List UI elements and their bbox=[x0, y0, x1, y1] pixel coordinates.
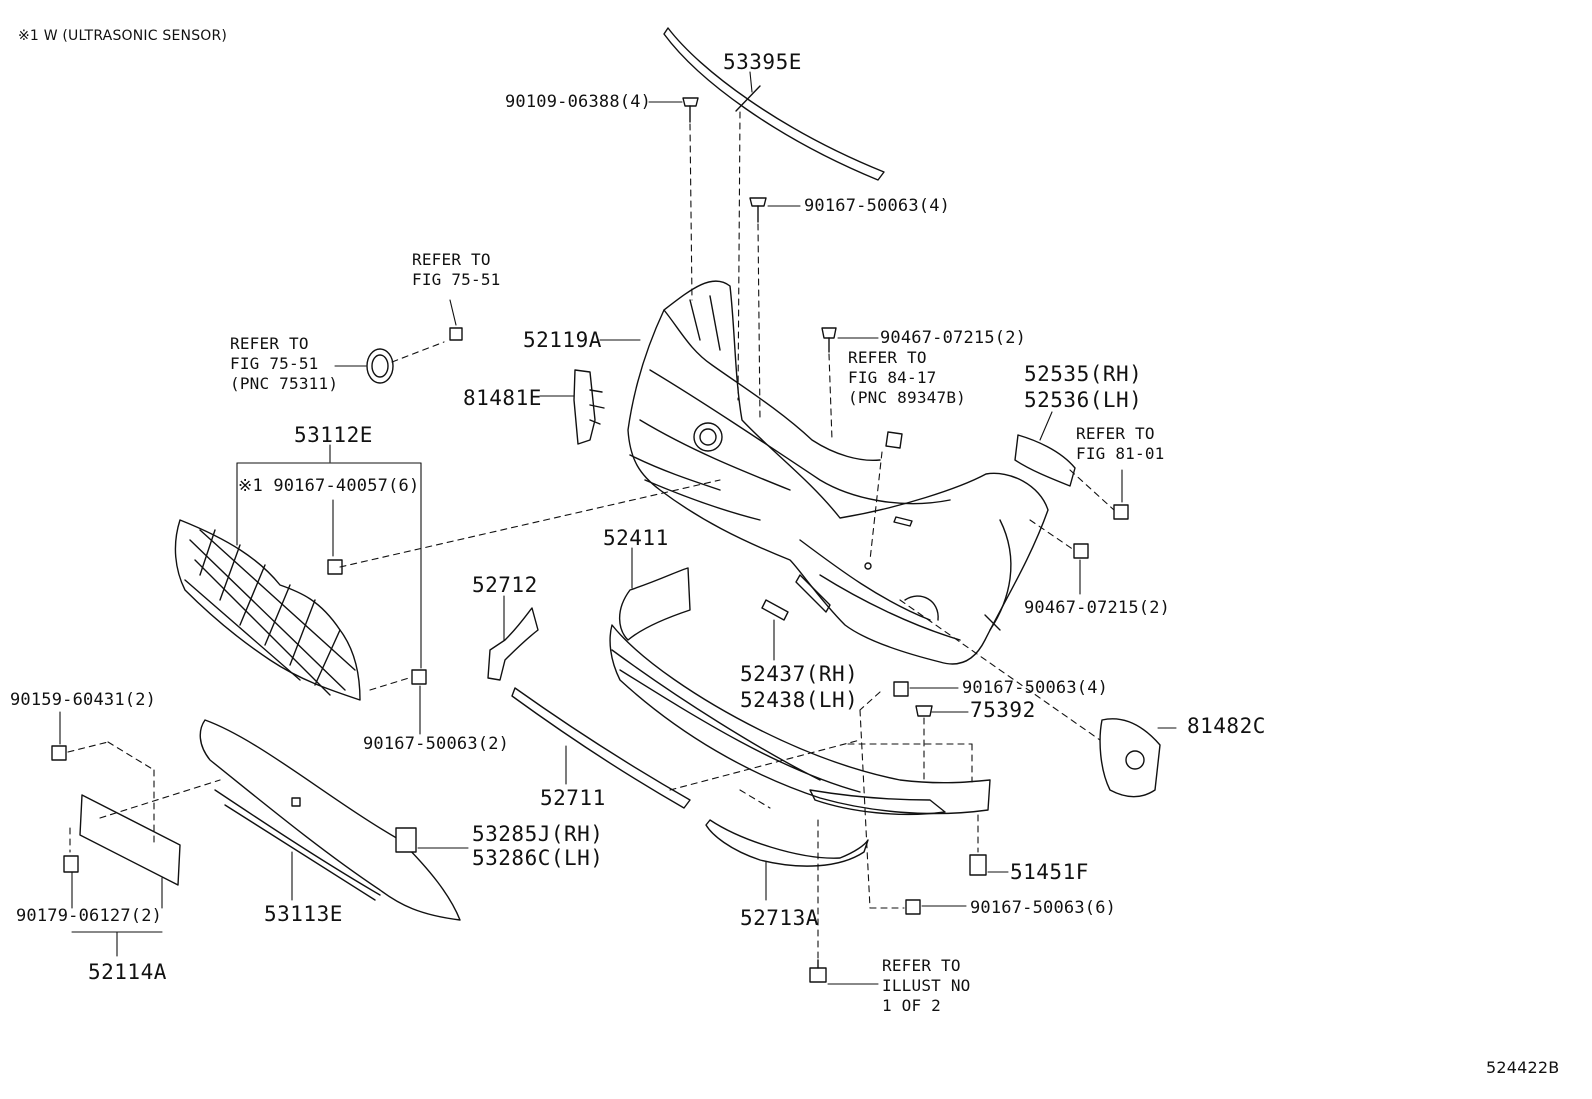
assembly-lines bbox=[67, 111, 1115, 959]
part-label-53113E: 53113E bbox=[264, 902, 343, 926]
part-label-52535: 52535(RH) bbox=[1024, 362, 1143, 386]
footnote-sensor: ※1 W (ULTRASONIC SENSOR) bbox=[18, 28, 228, 44]
part-label-52411: 52411 bbox=[603, 526, 669, 550]
plate-bracket-52114A bbox=[63, 794, 181, 886]
upper-molding-53395E bbox=[663, 27, 885, 181]
refer-note-75-51-left-line1: REFER TO bbox=[230, 334, 309, 353]
refer-note-75-51-top-line1: REFER TO bbox=[412, 250, 491, 269]
part-label-52438: 52438(LH) bbox=[740, 688, 859, 712]
bumper-cover-52119A bbox=[627, 280, 1049, 665]
part-label-90167-40057: ※1 90167-40057(6) bbox=[238, 476, 420, 496]
part-label-52711: 52711 bbox=[540, 786, 606, 810]
refer-note-81-01-line1: REFER TO bbox=[1076, 424, 1155, 443]
diagram-code: 524422B bbox=[1486, 1058, 1560, 1077]
part-label-51451F: 51451F bbox=[1010, 860, 1089, 884]
part-label-53286C: 53286C(LH) bbox=[472, 846, 604, 870]
part-label-90167-50063-6: 90167-50063(6) bbox=[970, 898, 1117, 918]
refer-note-75-51-top-line2: FIG 75-51 bbox=[412, 270, 501, 289]
part-label-52712: 52712 bbox=[472, 573, 538, 597]
refer-note-illust-line3: 1 OF 2 bbox=[882, 996, 941, 1015]
part-label-75392: 75392 bbox=[970, 698, 1036, 722]
part-label-53285J: 53285J(RH) bbox=[472, 822, 604, 846]
leader-lines bbox=[59, 71, 1177, 985]
part-label-90159-60431: 90159-60431(2) bbox=[10, 690, 157, 710]
retainer-52712 bbox=[487, 607, 539, 681]
part-label-81481E: 81481E bbox=[463, 386, 542, 410]
lower-molding-52713A bbox=[705, 819, 869, 867]
refer-note-illust-line2: ILLUST NO bbox=[882, 976, 971, 995]
part-label-52114A: 52114A bbox=[88, 960, 167, 984]
part-label-53112E: 53112E bbox=[294, 423, 373, 447]
part-label-90167-50063-4-lower: 90167-50063(4) bbox=[962, 678, 1109, 698]
part-label-90179-06127: 90179-06127(2) bbox=[16, 906, 163, 926]
part-label-52713A: 52713A bbox=[740, 906, 819, 930]
part-label-53395E: 53395E bbox=[723, 50, 802, 74]
part-label-90109-06388: 90109-06388(4) bbox=[505, 92, 652, 112]
absorber-52411 bbox=[609, 567, 991, 816]
lower-grille-53112E bbox=[174, 519, 361, 701]
part-label-52437: 52437(RH) bbox=[740, 662, 859, 686]
part-label-81482C: 81482C bbox=[1187, 714, 1266, 738]
refer-note-84-17-line2: FIG 84-17 bbox=[848, 368, 937, 387]
refer-note-illust-line1: REFER TO bbox=[882, 956, 961, 975]
refer-note-81-01-line2: FIG 81-01 bbox=[1076, 444, 1165, 463]
refer-note-84-17-line3: (PNC 89347B) bbox=[848, 388, 966, 407]
fasteners bbox=[51, 97, 1129, 983]
part-label-90467-07215-top: 90467-07215(2) bbox=[880, 328, 1027, 348]
part-label-52536: 52536(LH) bbox=[1024, 388, 1143, 412]
part-label-90467-07215-side: 90467-07215(2) bbox=[1024, 598, 1171, 618]
emblem bbox=[366, 348, 394, 384]
part-label-52119A: 52119A bbox=[523, 328, 602, 352]
refer-note-75-51-left-line3: (PNC 75311) bbox=[230, 374, 339, 393]
bracket-81481E bbox=[573, 369, 605, 445]
bracket-81482C bbox=[1099, 718, 1161, 798]
retainer-52535-52536 bbox=[1014, 434, 1076, 487]
lower-cover-53113E bbox=[199, 719, 461, 921]
part-label-90167-50063-4: 90167-50063(4) bbox=[804, 196, 951, 216]
refer-note-84-17-line1: REFER TO bbox=[848, 348, 927, 367]
spoiler-52711 bbox=[511, 687, 691, 809]
part-label-90167-50063-2: 90167-50063(2) bbox=[363, 734, 510, 754]
refer-note-75-51-left-line2: FIG 75-51 bbox=[230, 354, 319, 373]
